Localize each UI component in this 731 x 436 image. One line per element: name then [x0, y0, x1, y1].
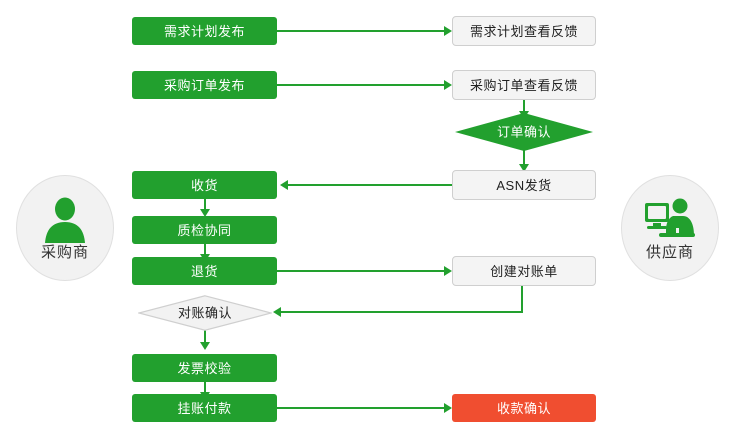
- node-demand-plan-view-feedback[interactable]: 需求计划查看反馈: [452, 16, 596, 46]
- node-reconciliation-confirm[interactable]: 对账确认: [136, 295, 274, 331]
- edge-n3-n4-line: [277, 84, 445, 86]
- node-return-goods[interactable]: 退货: [132, 257, 277, 285]
- edge-n13-n14-arrowhead: [444, 403, 452, 413]
- node-label: 创建对账单: [490, 263, 558, 279]
- node-label: 发票校验: [177, 360, 232, 376]
- edge-n11-n12-arrowhead: [200, 342, 210, 350]
- edge-n10-n11-arrowhead: [273, 307, 281, 317]
- node-label: 采购订单查看反馈: [469, 77, 578, 93]
- person-computer-icon: [645, 198, 695, 237]
- node-label: 质检协同: [177, 222, 232, 238]
- edge-n9-n10-line: [277, 270, 445, 272]
- node-purchase-order-publish[interactable]: 采购订单发布: [132, 71, 277, 99]
- node-demand-plan-publish[interactable]: 需求计划发布: [132, 17, 277, 45]
- diamond-shape-icon: [455, 113, 593, 151]
- person-icon: [45, 197, 85, 243]
- edge-n3-n4-arrowhead: [444, 80, 452, 90]
- edge-n6-n7-arrowhead: [280, 180, 288, 190]
- node-order-confirm[interactable]: 订单确认: [455, 113, 593, 151]
- node-label: 需求计划发布: [163, 23, 245, 39]
- edge-n8-n9-line: [204, 244, 206, 256]
- edge-n7-n8-arrowhead: [200, 209, 210, 217]
- node-purchase-order-view-feedback[interactable]: 采购订单查看反馈: [452, 70, 596, 100]
- edge-n4-n5-line: [523, 99, 525, 113]
- node-invoice-verification[interactable]: 发票校验: [132, 354, 277, 382]
- node-quality-inspection-collab[interactable]: 质检协同: [132, 216, 277, 244]
- edge-n1-n2-arrowhead: [444, 26, 452, 36]
- actor-label: 采购商: [40, 243, 89, 261]
- edge-n12-n13-line: [204, 382, 206, 394]
- edge-n5-n6-arrowhead: [519, 164, 529, 172]
- edge-n1-n2-line: [277, 30, 445, 32]
- edge-n6-n7-line: [288, 184, 453, 186]
- edge-n10-n11-horizontal: [281, 311, 523, 313]
- edge-n11-n12-line: [204, 330, 206, 344]
- edge-n5-n6-line: [523, 150, 525, 166]
- node-label: 退货: [190, 263, 218, 279]
- node-pending-payment[interactable]: 挂账付款: [132, 394, 277, 422]
- node-asn-shipment[interactable]: ASN发货: [452, 170, 596, 200]
- node-label: 挂账付款: [177, 400, 232, 416]
- edge-n9-n10-arrowhead: [444, 266, 452, 276]
- actor-supplier[interactable]: 供应商: [621, 175, 719, 281]
- diamond-shape-icon: [136, 295, 274, 331]
- node-label: 采购订单发布: [163, 77, 245, 93]
- node-label: ASN发货: [496, 177, 552, 193]
- node-receive-goods[interactable]: 收货: [132, 171, 277, 199]
- edge-n7-n8-line: [204, 199, 206, 211]
- edge-n13-n14-line: [277, 407, 445, 409]
- node-create-reconciliation[interactable]: 创建对账单: [452, 256, 596, 286]
- node-label: 收款确认: [496, 400, 551, 416]
- node-label: 收货: [190, 177, 218, 193]
- actor-buyer[interactable]: 采购商: [16, 175, 114, 281]
- actor-label: 供应商: [645, 243, 694, 261]
- edge-n10-n11-vertical: [521, 285, 523, 313]
- node-payment-receipt-confirm[interactable]: 收款确认: [452, 394, 596, 422]
- node-label: 需求计划查看反馈: [469, 23, 578, 39]
